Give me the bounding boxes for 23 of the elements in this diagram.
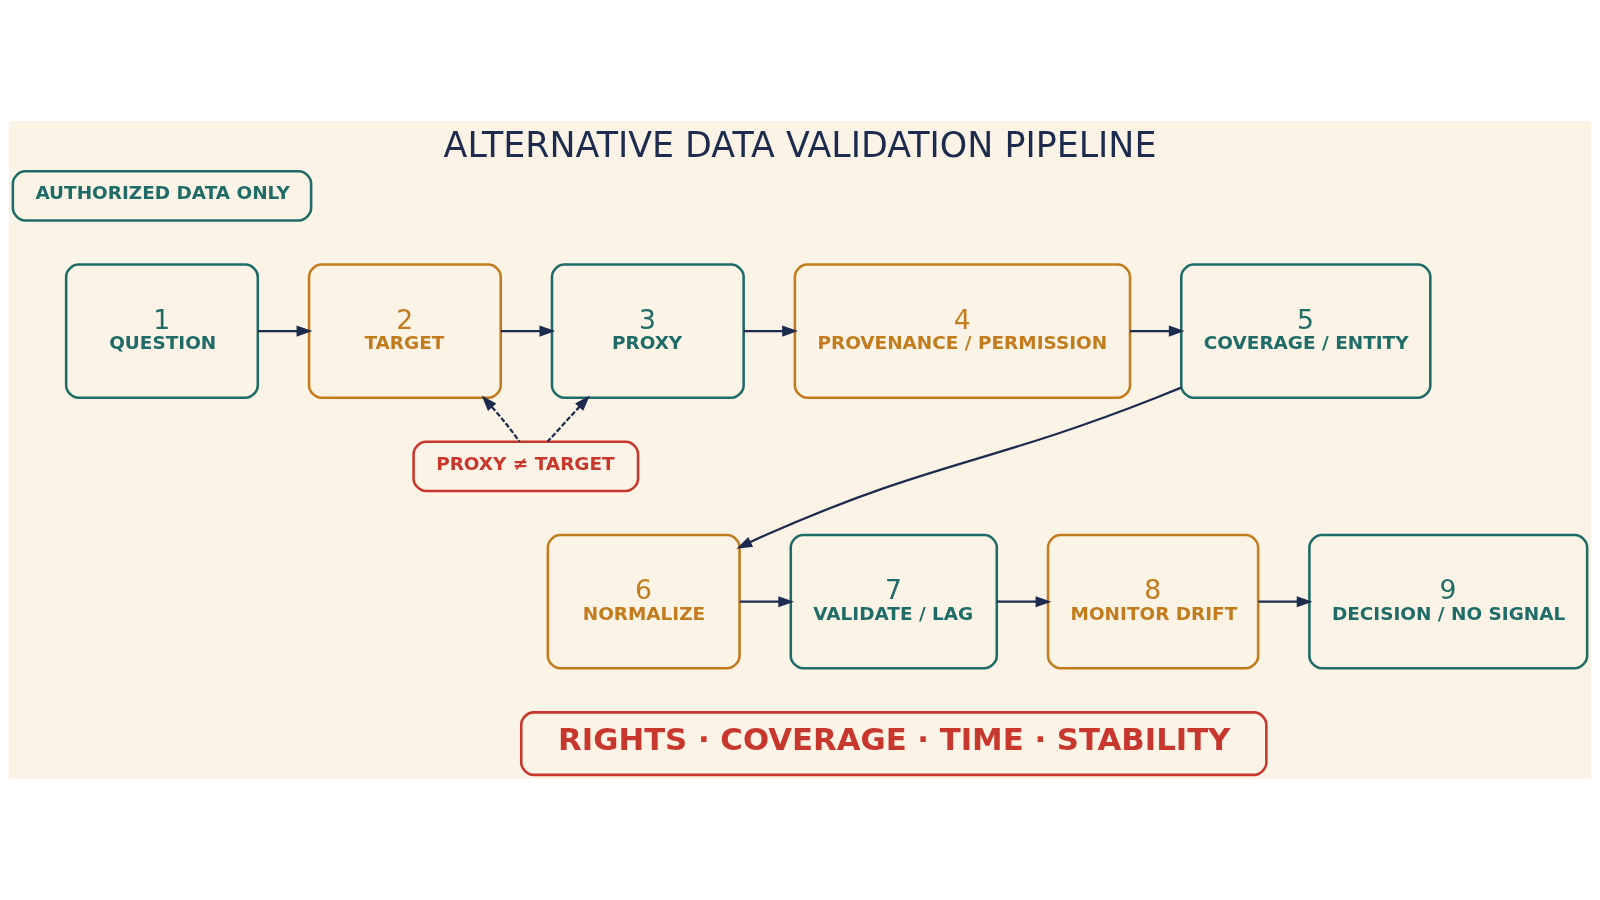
diagram-title: ALTERNATIVE DATA VALIDATION PIPELINE bbox=[443, 125, 1157, 166]
arrow bbox=[1130, 325, 1185, 337]
node-box: 2 TARGET bbox=[307, 263, 502, 399]
node-box: 6 NORMALIZE bbox=[546, 533, 741, 670]
node-box: 5 COVERAGE / ENTITY bbox=[1180, 263, 1432, 399]
node-box: 7 VALIDATE / LAG bbox=[789, 533, 999, 670]
arrow bbox=[743, 325, 798, 337]
node-box: 3 PROXY bbox=[550, 263, 745, 399]
arrow bbox=[1258, 596, 1313, 608]
arrow bbox=[546, 395, 590, 443]
node-box: 8 MONITOR DRIFT bbox=[1046, 533, 1260, 670]
node-box: 4 PROVENANCE / PERMISSION bbox=[793, 263, 1132, 399]
node-box: 9 DECISION / NO SIGNAL bbox=[1308, 533, 1589, 670]
node-box: RIGHTS · COVERAGE · TIME · STABILITY bbox=[519, 711, 1268, 777]
arrow bbox=[500, 325, 556, 337]
node-box: AUTHORIZED DATA ONLY bbox=[11, 169, 313, 222]
arrow bbox=[736, 386, 1182, 549]
node-box: PROXY ≠ TARGET bbox=[412, 440, 640, 493]
arrow bbox=[739, 596, 795, 608]
arrow bbox=[997, 596, 1052, 608]
arrow bbox=[257, 325, 313, 337]
node-box: 1 QUESTION bbox=[64, 263, 260, 399]
arrow bbox=[481, 395, 521, 443]
